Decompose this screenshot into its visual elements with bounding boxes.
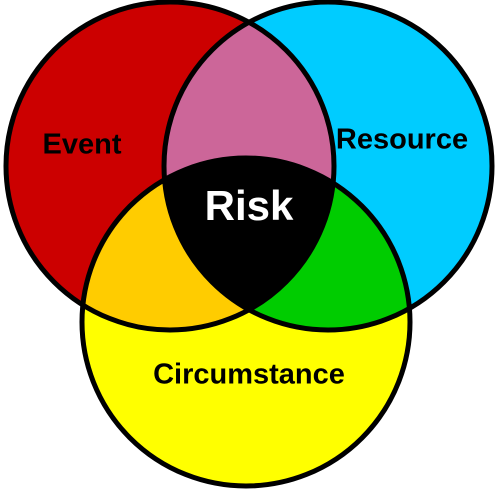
outline-resource: [161, 0, 495, 333]
label-resource: Resource: [336, 124, 468, 156]
outline-event: [3, 0, 337, 333]
label-circumstance: Circumstance: [153, 359, 345, 391]
circle-outlines: [3, 0, 495, 489]
label-risk: Risk: [205, 182, 294, 229]
outline-circumstance: [79, 155, 413, 489]
label-event: Event: [43, 129, 122, 161]
